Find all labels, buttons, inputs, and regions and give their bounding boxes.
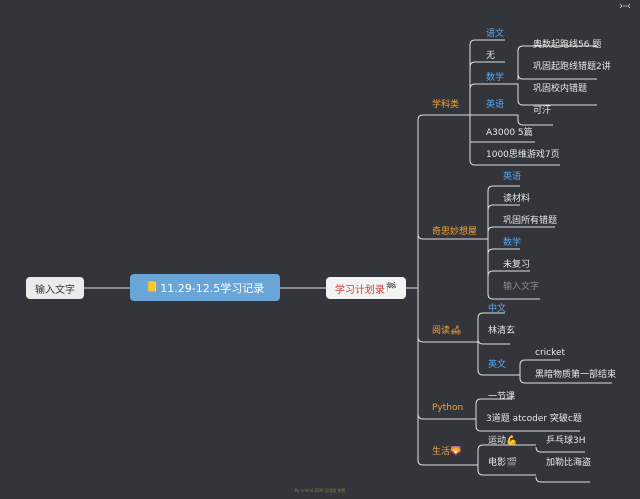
life-sports[interactable]: 运动💪 xyxy=(488,437,517,446)
subjects-thinking-game[interactable]: 1000思维游戏7页 xyxy=(486,150,560,160)
life-branch[interactable]: 生活🌄 xyxy=(432,448,461,457)
reading-dark-materials[interactable]: 黑暗物质第一部结束 xyxy=(535,370,617,380)
connector-life xyxy=(428,444,520,476)
couch-icon: 🛋 xyxy=(450,326,462,336)
central-topic[interactable]: 📒 11.29-12.5学习记录 xyxy=(130,274,280,301)
connector-reading xyxy=(428,318,512,376)
connector-wonder xyxy=(428,191,540,300)
plan-node-label: 学习计划录 xyxy=(334,284,385,296)
life-pingpong[interactable]: 乒乓球3H xyxy=(546,436,586,446)
clapper-icon: 🎬 xyxy=(506,458,518,468)
reading-chinese[interactable]: 中文 xyxy=(488,304,507,314)
subjects-english[interactable]: 英语 xyxy=(486,100,505,110)
connector-subjects xyxy=(428,45,560,166)
python-branch[interactable]: Python xyxy=(432,403,464,413)
subjects-branch[interactable]: 学科类 xyxy=(432,100,460,110)
input-node[interactable]: 输入文字 xyxy=(26,277,84,299)
subjects-olympiad[interactable]: 奥数起跑线56 题 xyxy=(533,40,602,50)
central-topic-label: 11.29-12.5学习记录 xyxy=(160,281,265,295)
subjects-math[interactable]: 数学 xyxy=(486,73,505,83)
muscle-icon: 💪 xyxy=(506,436,518,446)
life-sports-label: 运动 xyxy=(488,436,507,446)
wonder-branch[interactable]: 奇思妙想屋 xyxy=(432,227,478,237)
wonder-math[interactable]: 数学 xyxy=(503,238,522,248)
subjects-keyan[interactable]: 可汗 xyxy=(533,106,552,116)
expand-icon[interactable] xyxy=(619,3,631,9)
subjects-school-errors[interactable]: 巩固校内错题 xyxy=(533,84,588,94)
wonder-read-material[interactable]: 读材料 xyxy=(503,194,531,204)
life-movie-label: 电影 xyxy=(488,458,507,468)
notebook-icon: 📒 xyxy=(145,282,159,293)
reading-cricket[interactable]: cricket xyxy=(535,348,566,358)
wonder-not-reviewed[interactable]: 未复习 xyxy=(503,260,531,270)
input-node-label: 输入文字 xyxy=(35,284,75,296)
subjects-review-errors[interactable]: 巩固起跑线错题2讲 xyxy=(533,62,611,72)
reading-label: 阅读 xyxy=(432,326,451,336)
plan-node[interactable]: 学习计划录 🏁 xyxy=(326,277,406,299)
footer-watermark: By xmind ZEN 试用版 免费 xyxy=(294,488,346,493)
subjects-a3000[interactable]: A3000 5篇 xyxy=(486,128,533,138)
subjects-chinese[interactable]: 语文 xyxy=(486,29,505,39)
wonder-english[interactable]: 英语 xyxy=(503,172,522,182)
reading-branch[interactable]: 阅读🛋 xyxy=(432,327,461,336)
wonder-placeholder[interactable]: 输入文字 xyxy=(503,282,540,292)
life-label: 生活 xyxy=(432,447,451,457)
life-movie[interactable]: 电影🎬 xyxy=(488,459,517,468)
python-lesson[interactable]: 一节课 xyxy=(488,392,516,402)
wonder-review-all-errors[interactable]: 巩固所有错题 xyxy=(503,216,558,226)
checkered-flag-icon: 🏁 xyxy=(385,283,398,293)
reading-english[interactable]: 英文 xyxy=(488,360,507,370)
reading-lin[interactable]: 林清玄 xyxy=(488,326,516,336)
sunrise-icon: 🌄 xyxy=(450,447,462,457)
python-atcoder[interactable]: 3道题 atcoder 突破c题 xyxy=(486,414,582,424)
connector-plan-trunk xyxy=(406,120,424,466)
life-pirates[interactable]: 加勒比海盗 xyxy=(546,458,592,468)
subjects-none[interactable]: 无 xyxy=(486,51,496,61)
connector-python xyxy=(428,398,580,432)
